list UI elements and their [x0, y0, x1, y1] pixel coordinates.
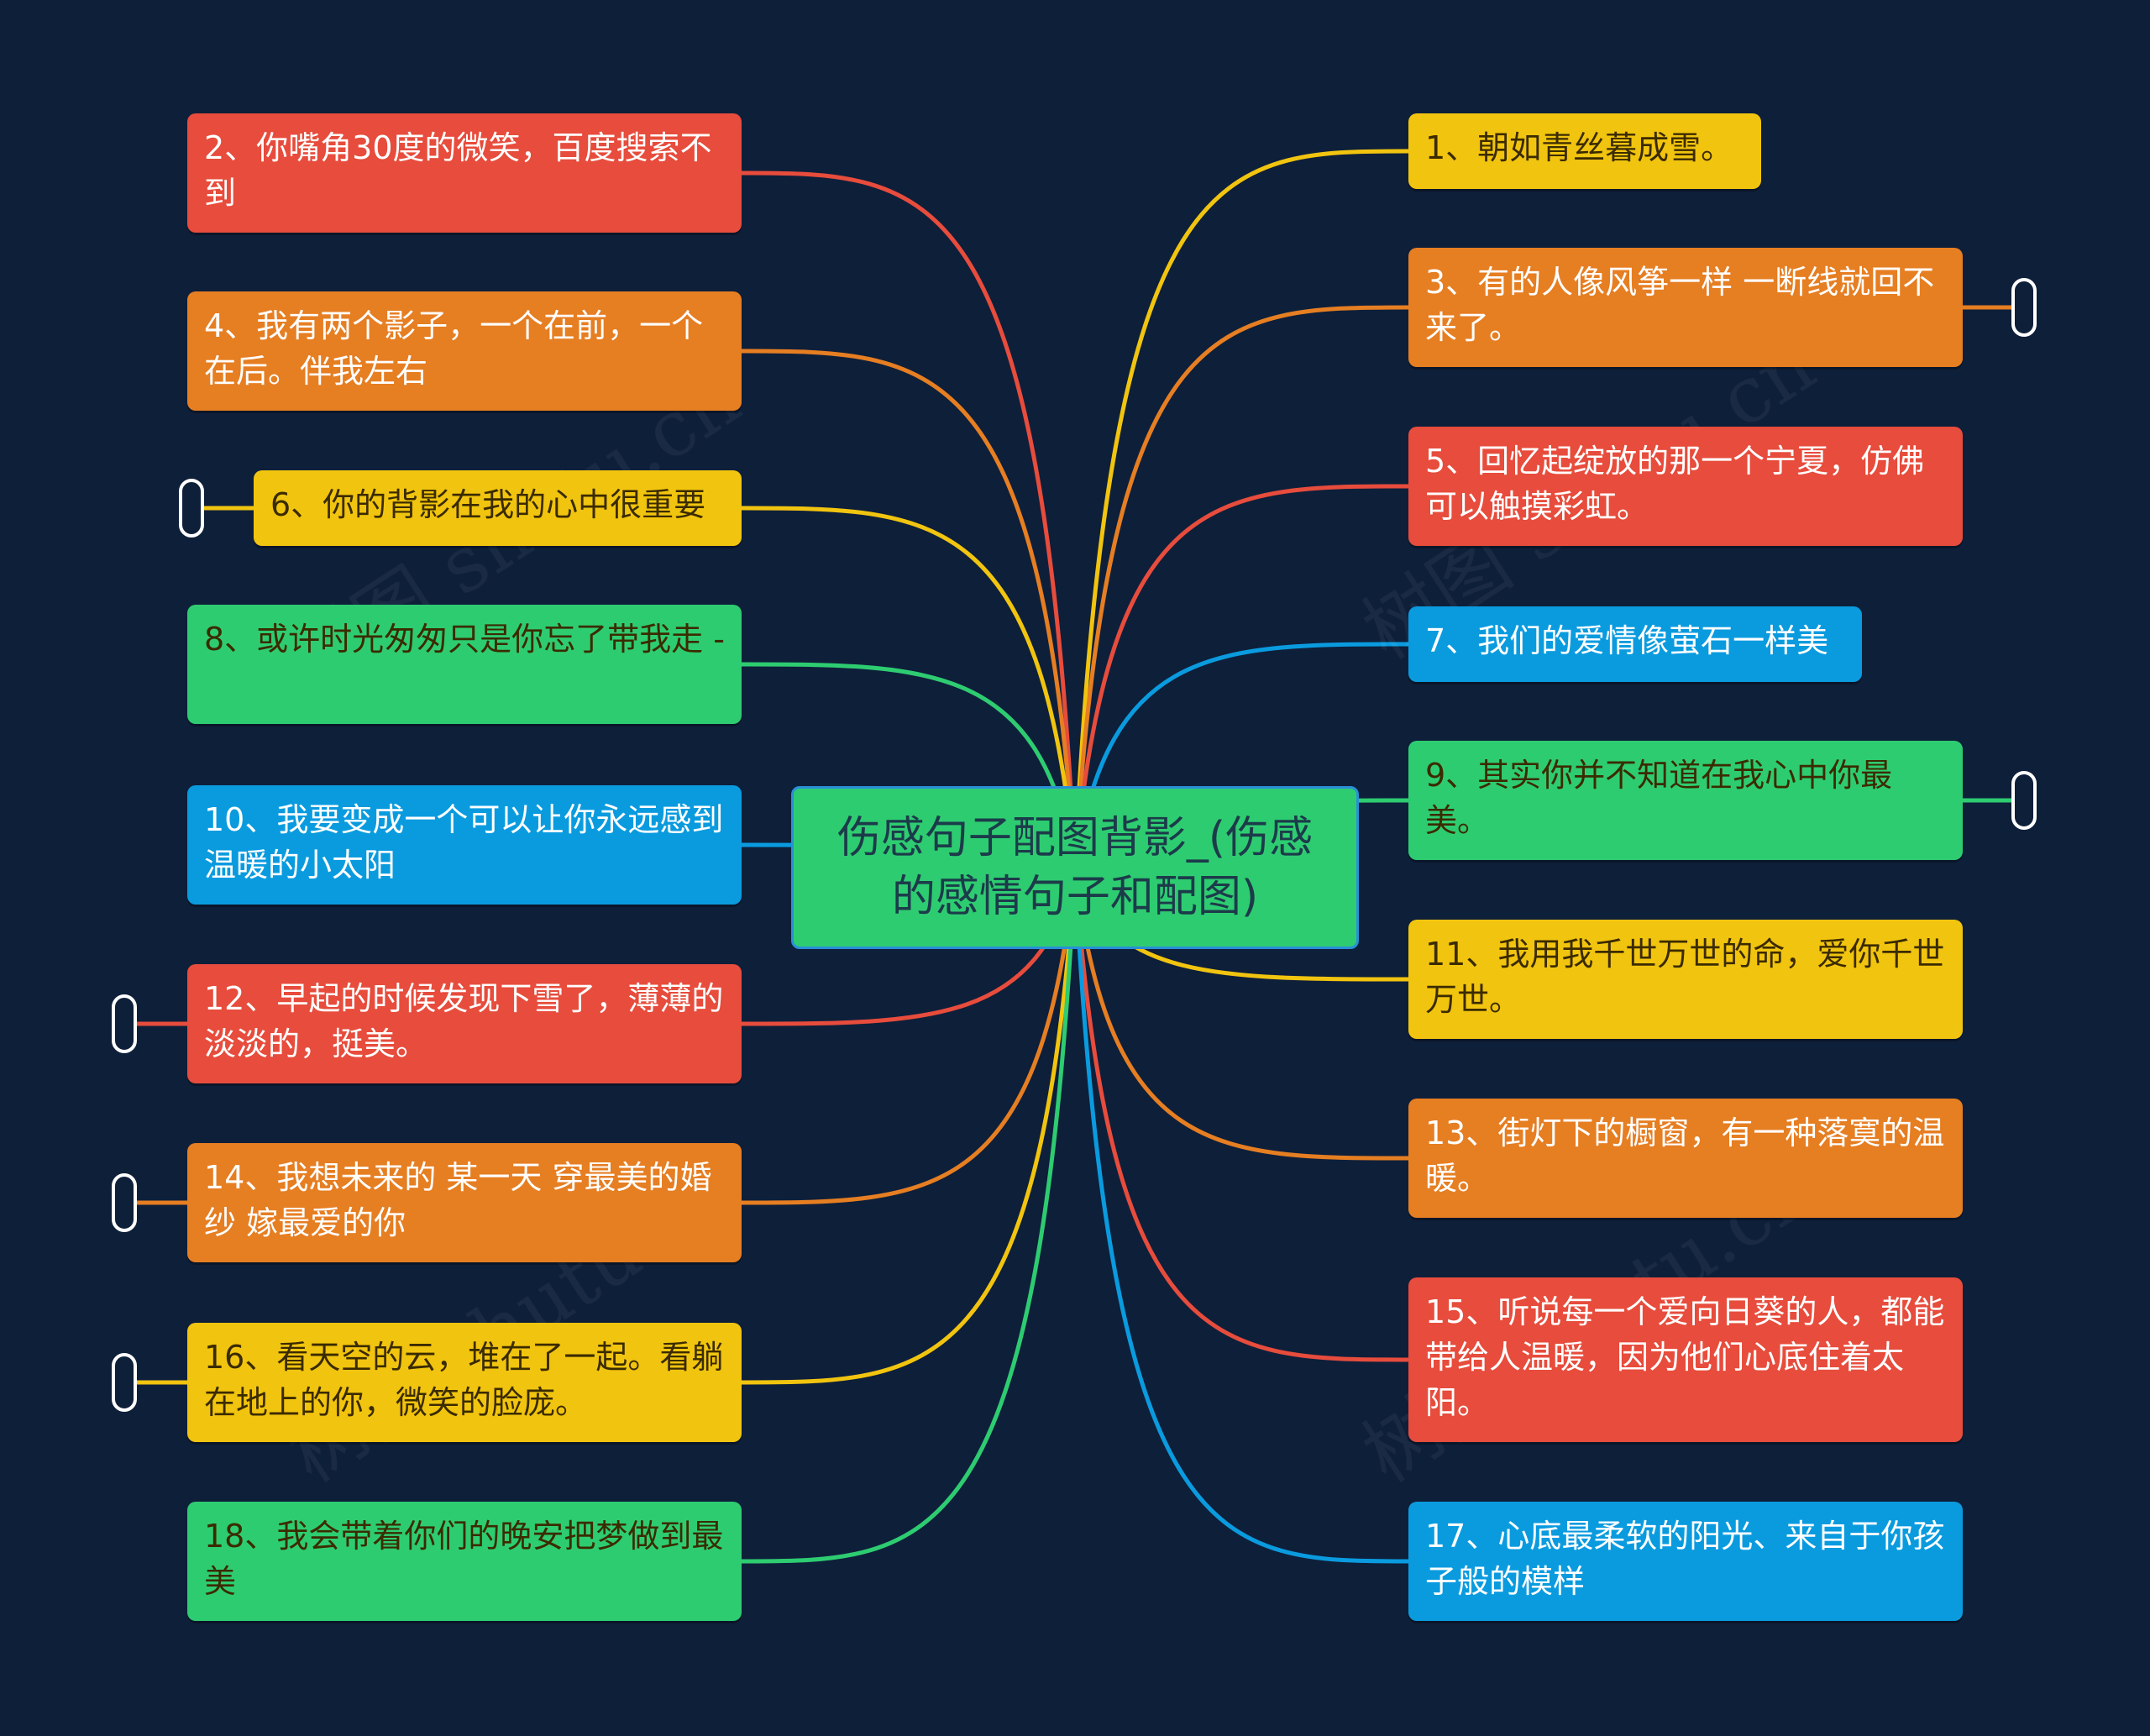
- topic-label: 14、我想未来的 某一天 穿最美的婚纱 嫁最爱的你: [204, 1159, 712, 1241]
- connector-line: [741, 170, 1078, 868]
- topic-node-14[interactable]: 14、我想未来的 某一天 穿最美的婚纱 嫁最爱的你: [187, 1143, 742, 1262]
- collapse-toggle[interactable]: [179, 479, 204, 538]
- connector-line: [741, 867, 1078, 1205]
- collapse-toggle[interactable]: [112, 994, 137, 1053]
- topic-label: 17、心底最柔软的阳光、来自于你孩子般的模样: [1425, 1518, 1945, 1600]
- topic-label: 3、有的人像风筝一样 一断线就回不来了。: [1425, 264, 1935, 346]
- topic-label: 2、你嘴角30度的微笑，百度搜索不到: [204, 129, 712, 212]
- topic-node-13[interactable]: 13、街灯下的橱窗，有一种落寞的温暖。: [1408, 1099, 1963, 1218]
- connector-line: [741, 506, 1078, 868]
- connector-line: [1072, 867, 1409, 1161]
- topic-label: 5、回忆起绽放的那一个宁夏，仿佛可以触摸彩虹。: [1425, 443, 1925, 525]
- topic-label: 9、其实你并不知道在我心中你最美。: [1425, 757, 1893, 839]
- connector-line: [1072, 305, 1409, 868]
- connector-line: [1072, 484, 1409, 868]
- topic-node-6[interactable]: 6、你的背影在我的心中很重要: [254, 470, 742, 546]
- topic-node-2[interactable]: 2、你嘴角30度的微笑，百度搜索不到: [187, 113, 742, 233]
- topic-label: 6、你的背影在我的心中很重要: [270, 486, 706, 523]
- connector-line: [1072, 149, 1409, 868]
- topic-node-12[interactable]: 12、早起的时候发现下雪了，薄薄的淡淡的，挺美。: [187, 964, 742, 1083]
- topic-label: 11、我用我千世万世的命，爱你千世万世。: [1425, 936, 1945, 1018]
- topic-label: 10、我要变成一个可以让你永远感到温暖的小太阳: [204, 801, 724, 884]
- topic-node-15[interactable]: 15、听说每一个爱向日葵的人，都能带给人温暖，因为他们心底住着太阳。: [1408, 1277, 1963, 1442]
- central-topic-label: 伤感句子配图背影_(伤感的感情句子和配图): [836, 813, 1314, 922]
- connector-line: [741, 867, 1078, 1385]
- topic-node-17[interactable]: 17、心底最柔软的阳光、来自于你孩子般的模样: [1408, 1502, 1963, 1621]
- topic-node-3[interactable]: 3、有的人像风筝一样 一断线就回不来了。: [1408, 248, 1963, 367]
- connector-line: [1072, 867, 1409, 1362]
- collapse-toggle[interactable]: [2011, 771, 2037, 830]
- topic-label: 7、我们的爱情像萤石一样美: [1425, 622, 1829, 659]
- connector-line: [1072, 642, 1409, 868]
- topic-label: 1、朝如青丝暮成雪。: [1425, 129, 1733, 166]
- topic-node-16[interactable]: 16、看天空的云，堆在了一起。看躺在地上的你，微笑的脸庞。: [187, 1323, 742, 1442]
- topic-label: 15、听说每一个爱向日葵的人，都能带给人温暖，因为他们心底住着太阳。: [1425, 1293, 1945, 1421]
- topic-node-1[interactable]: 1、朝如青丝暮成雪。: [1408, 113, 1761, 189]
- connector-line: [741, 867, 1078, 1564]
- topic-node-9[interactable]: 9、其实你并不知道在我心中你最美。: [1408, 741, 1963, 860]
- topic-label: 16、看天空的云，堆在了一起。看躺在地上的你，微笑的脸庞。: [204, 1339, 724, 1421]
- topic-label: 12、早起的时候发现下雪了，薄薄的淡淡的，挺美。: [204, 980, 724, 1062]
- connector-line: [1072, 867, 1409, 1564]
- topic-node-4[interactable]: 4、我有两个影子，一个在前，一个在后。伴我左右: [187, 291, 742, 411]
- topic-node-8[interactable]: 8、或许时光匆匆只是你忘了带我走 -: [187, 605, 742, 724]
- collapse-toggle[interactable]: [2011, 278, 2037, 337]
- topic-node-18[interactable]: 18、我会带着你们的晚安把梦做到最美: [187, 1502, 742, 1621]
- topic-node-7[interactable]: 7、我们的爱情像萤石一样美: [1408, 606, 1862, 682]
- topic-label: 4、我有两个影子，一个在前，一个在后。伴我左右: [204, 307, 704, 390]
- topic-label: 18、我会带着你们的晚安把梦做到最美: [204, 1518, 724, 1600]
- topic-node-5[interactable]: 5、回忆起绽放的那一个宁夏，仿佛可以触摸彩虹。: [1408, 427, 1963, 546]
- topic-node-10[interactable]: 10、我要变成一个可以让你永远感到温暖的小太阳: [187, 785, 742, 905]
- collapse-toggle[interactable]: [112, 1353, 137, 1412]
- topic-label: 8、或许时光匆匆只是你忘了带我走 -: [204, 621, 725, 658]
- connector-line: [741, 349, 1078, 868]
- topic-node-11[interactable]: 11、我用我千世万世的命，爱你千世万世。: [1408, 920, 1963, 1039]
- central-topic[interactable]: 伤感句子配图背影_(伤感的感情句子和配图): [791, 786, 1359, 949]
- collapse-toggle[interactable]: [112, 1173, 137, 1232]
- topic-label: 13、街灯下的橱窗，有一种落寞的温暖。: [1425, 1115, 1945, 1197]
